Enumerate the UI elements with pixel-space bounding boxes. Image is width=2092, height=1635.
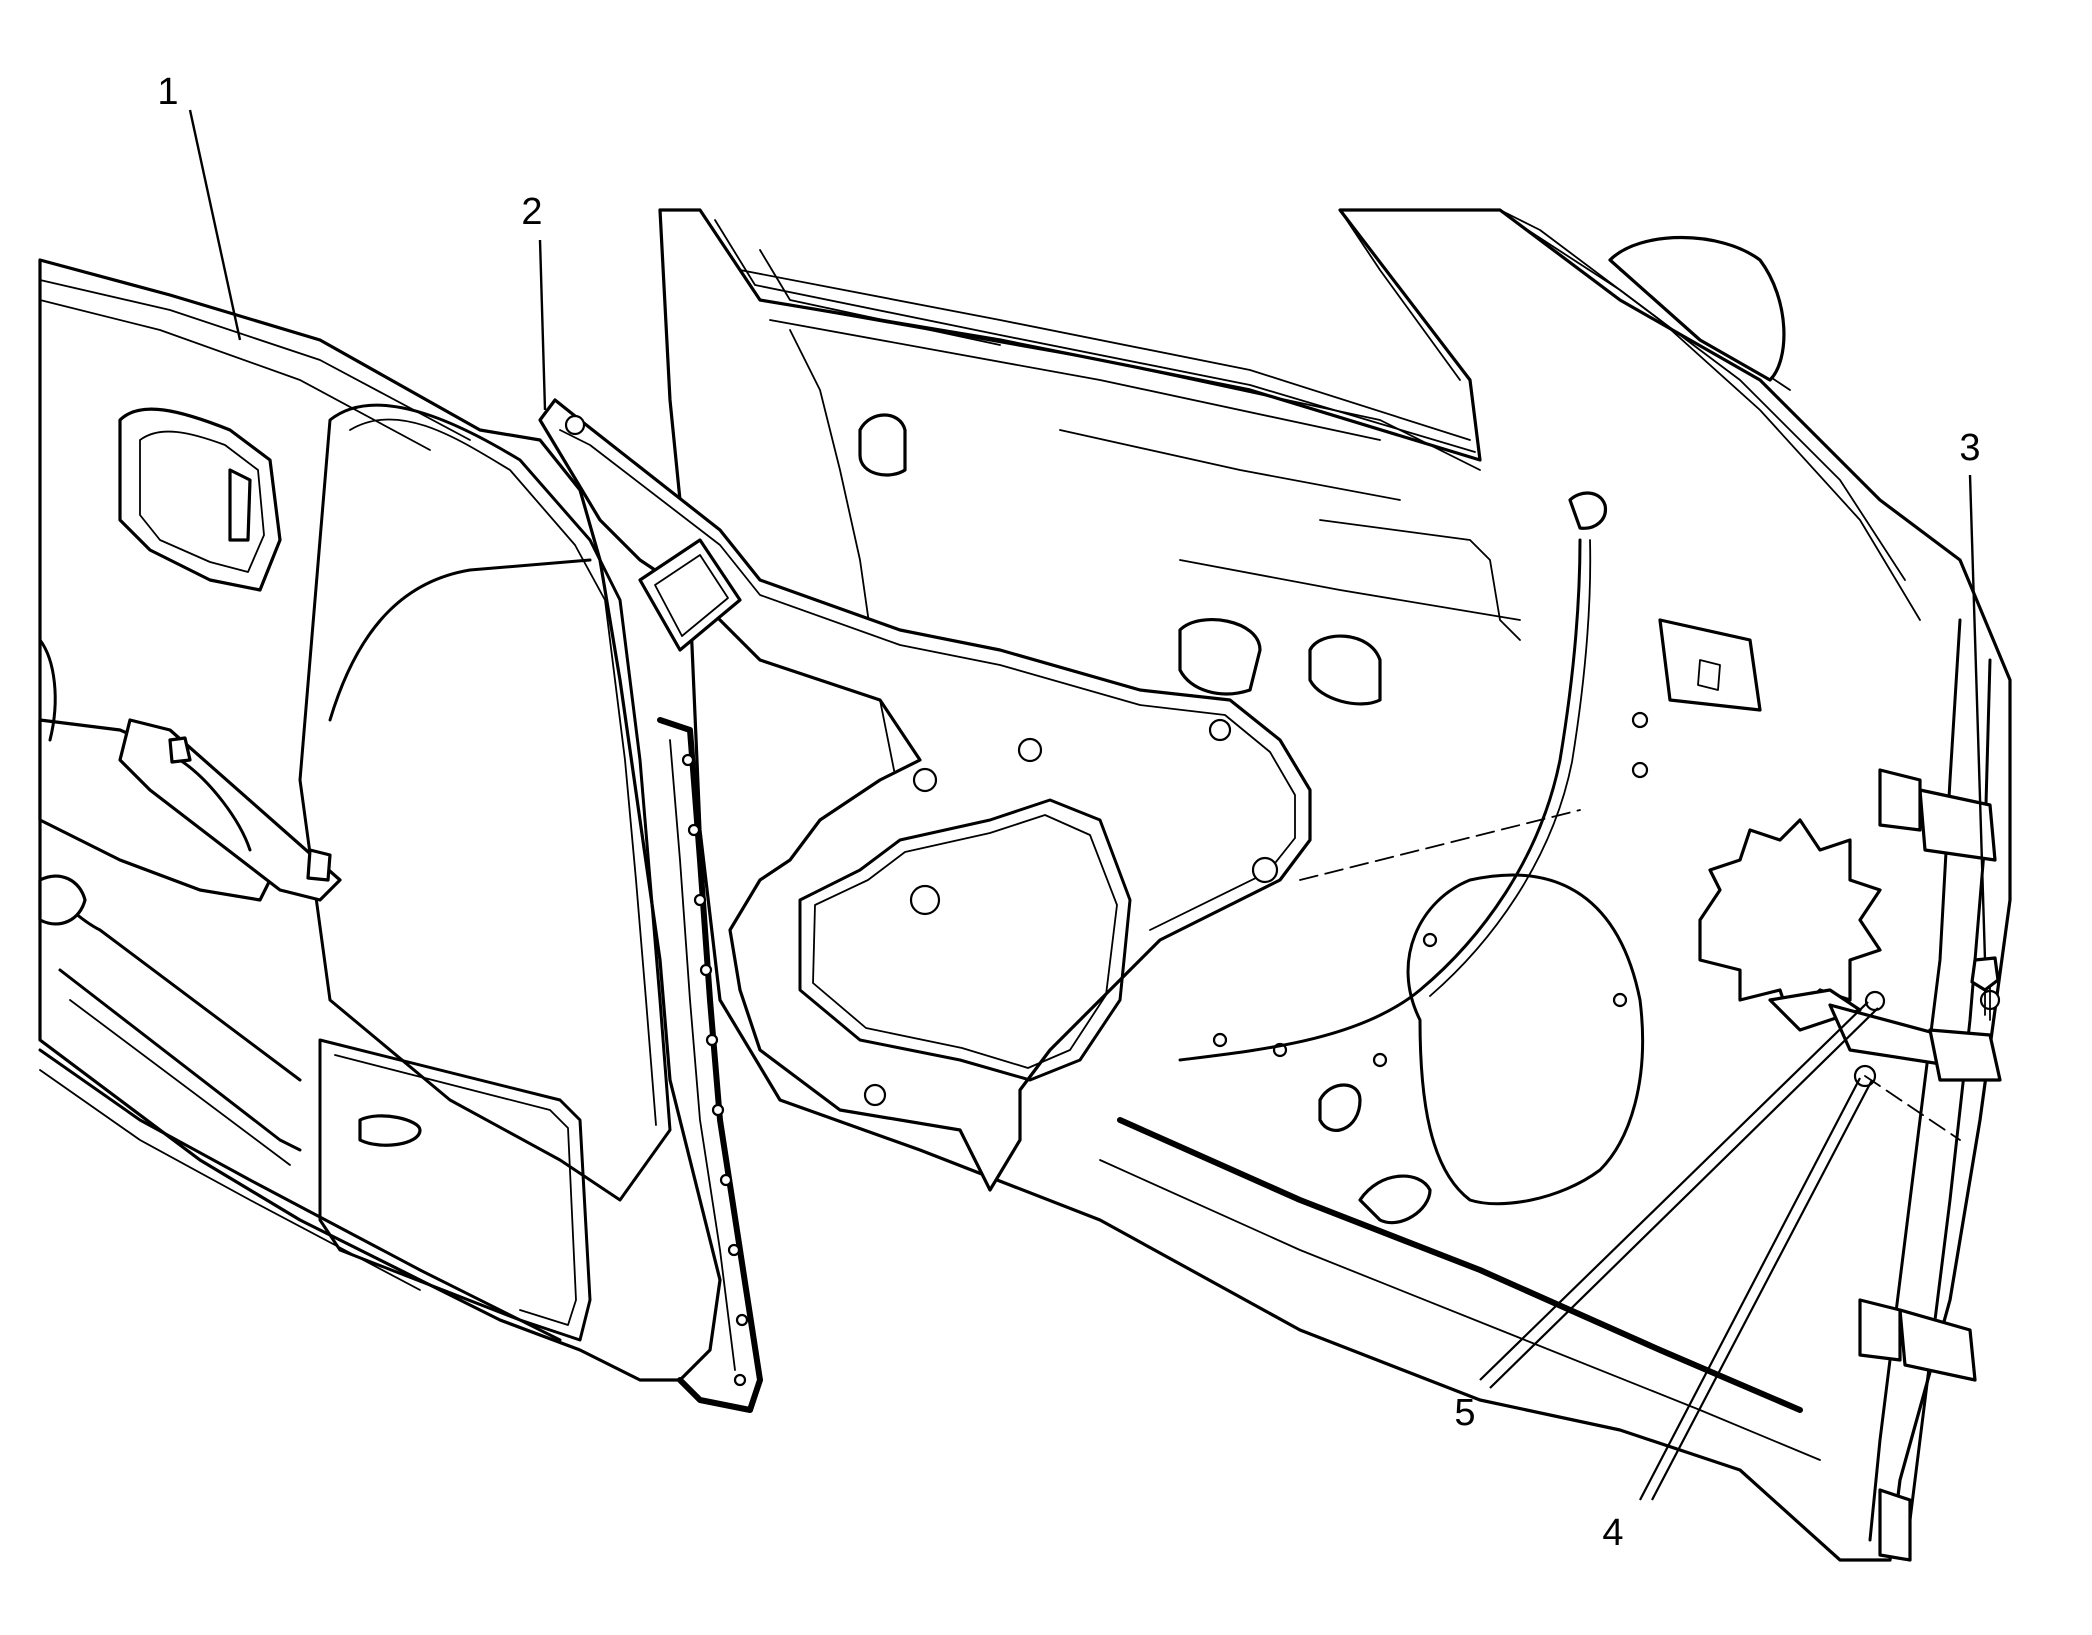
door-inner-panel: [658, 208, 2012, 1562]
callout-3: 3: [1959, 427, 1980, 469]
leader-5: [1479, 1001, 1879, 1389]
leader-1: [188, 109, 242, 341]
leader-4: [1639, 1077, 1873, 1501]
callout-2: 2: [521, 191, 542, 233]
callout-5: 5: [1454, 1392, 1475, 1434]
leader-2: [538, 239, 547, 411]
callout-labels: 1 2 3 4 5: [157, 71, 1980, 1554]
leader-lines: [188, 109, 1987, 1501]
trim-seal-strip: [638, 538, 763, 1413]
door-trim-panel: [38, 258, 722, 1382]
leader-3: [1968, 474, 1987, 961]
bolt-3: [1970, 956, 2000, 1016]
callout-4: 4: [1602, 1512, 1623, 1554]
callout-1: 1: [157, 71, 178, 113]
